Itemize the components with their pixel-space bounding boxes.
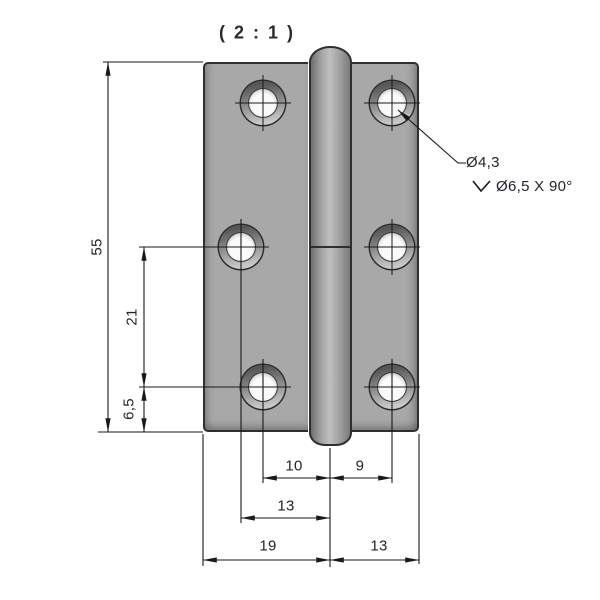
hole-top-left-bore: [249, 89, 277, 117]
scale-label: ( 2 : 1 ): [218, 22, 296, 43]
hole-top-left: [241, 81, 285, 125]
dim-hole-spacing: 21: [123, 308, 141, 326]
hole-middle-left: [219, 225, 263, 269]
dim-total-height: 55: [88, 238, 106, 256]
callout-countersink: Ø6,5 X 90°: [496, 178, 573, 195]
dim-right-leaf-width: 13: [370, 537, 388, 555]
hole-middle-right: [370, 225, 414, 269]
dim-center-to-right-hole: 9: [355, 457, 365, 475]
hole-bottom-left-bore: [249, 373, 277, 401]
hole-top-right: [370, 81, 414, 125]
hole-top-right-bore: [378, 89, 406, 117]
hole-middle-right-bore: [378, 233, 406, 261]
dim-left-leaf-width: 19: [259, 537, 277, 555]
dim-left-hole-to-center: 10: [285, 457, 303, 475]
hinge-pin: [309, 46, 352, 446]
callout-drill-diameter: Ø4,3: [466, 154, 500, 171]
dim-mid-hole-to-center: 13: [277, 497, 295, 515]
hole-bottom-right-bore: [378, 373, 406, 401]
countersink-icon: [472, 180, 491, 193]
hole-middle-left-bore: [227, 233, 255, 261]
hole-bottom-right: [370, 365, 414, 409]
hole-bottom-left: [241, 365, 285, 409]
dim-bottom-offset: 6,5: [120, 398, 138, 420]
